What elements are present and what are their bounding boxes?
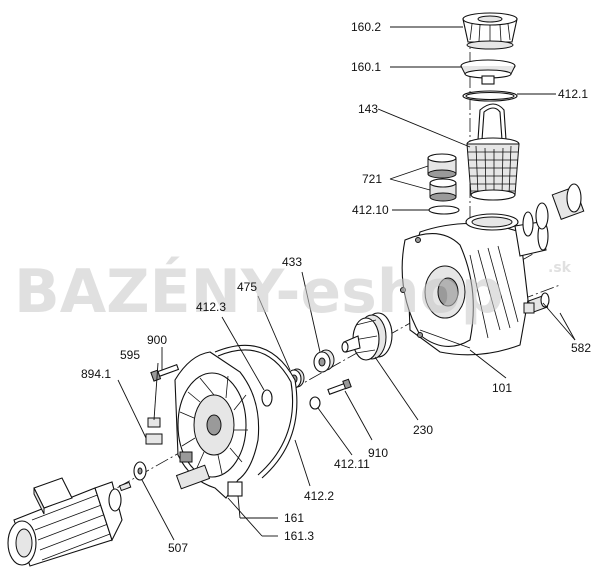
- label-595: 595: [120, 348, 140, 362]
- housing-fins: [419, 245, 519, 349]
- label-433: 433: [282, 255, 302, 269]
- part-o-ring-small: [309, 396, 321, 410]
- label-412-3: 412.3: [196, 300, 226, 314]
- leader-lines: [117, 26, 576, 541]
- part-o-ring-reducer: [428, 205, 460, 215]
- part-lid-ring: [460, 59, 516, 85]
- label-412-10: 412.10: [352, 203, 389, 217]
- label-230: 230: [413, 423, 433, 437]
- flange-ribs: [179, 375, 248, 475]
- label-475: 475: [237, 280, 257, 294]
- part-slinger: [133, 461, 147, 481]
- part-pump-housing: [400, 213, 549, 356]
- watermark: BAZÉNY-eshop .sk: [14, 255, 572, 327]
- part-motor: [7, 477, 132, 567]
- part-mechanical-seal: [313, 349, 335, 373]
- label-900: 900: [147, 333, 167, 347]
- motor-fins: [31, 493, 111, 561]
- part-motor-flange: [174, 351, 260, 499]
- label-160-1: 160.1: [351, 60, 381, 74]
- label-412-11: 412.11: [334, 457, 370, 471]
- part-reducers: [427, 153, 457, 202]
- label-412-2: 412.2: [304, 489, 334, 503]
- label-910: 910: [368, 446, 388, 460]
- part-screw-910: [327, 378, 352, 395]
- label-161: 161: [284, 511, 304, 525]
- part-strainer-basket: [466, 103, 520, 201]
- label-507: 507: [168, 541, 188, 555]
- label-161-3: 161.3: [284, 529, 314, 543]
- label-101: 101: [492, 381, 512, 395]
- watermark-text: BAZÉNY-eshop: [14, 255, 504, 327]
- part-lid: [462, 12, 518, 50]
- label-160-2: 160.2: [351, 20, 381, 34]
- label-721: 721: [362, 172, 382, 186]
- label-412-1: 412.1: [558, 87, 588, 101]
- part-impeller: [341, 312, 393, 361]
- watermark-suffix: .sk: [548, 260, 572, 276]
- part-union-fittings: [522, 183, 585, 237]
- part-o-ring-flange: [261, 389, 273, 407]
- part-labels: 160.2 160.1 412.1 143 721 412.10 433 475…: [81, 20, 591, 555]
- label-894-1: 894.1: [81, 367, 111, 381]
- label-143: 143: [358, 102, 378, 116]
- part-bolt-900: [150, 363, 180, 382]
- part-foot-894-1: [145, 433, 163, 445]
- basket-mesh: [468, 145, 518, 196]
- label-582: 582: [571, 341, 591, 355]
- part-o-ring-lid-inner: [465, 91, 515, 101]
